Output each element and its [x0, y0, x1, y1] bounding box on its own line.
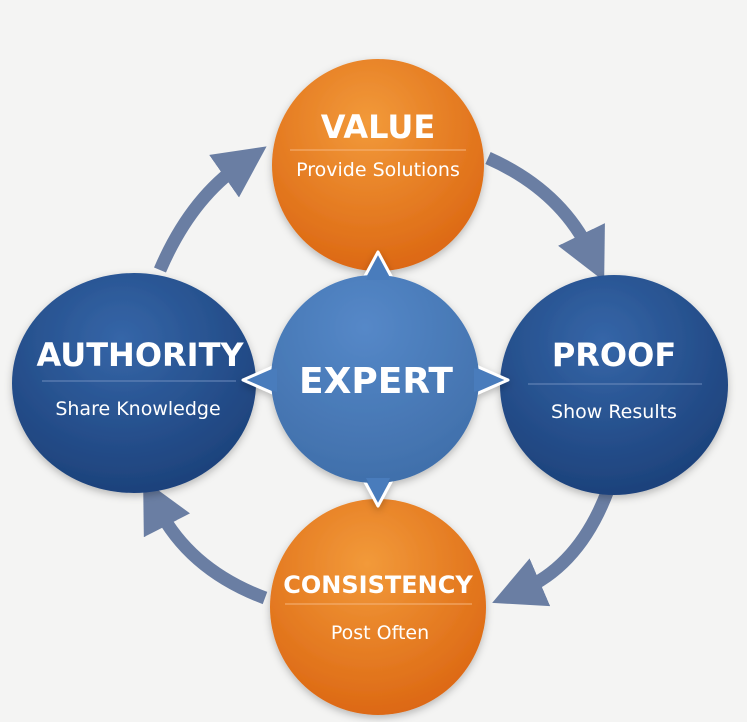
arrow-proof-to-consistency [492, 487, 615, 607]
arrow-consistency-to-authority [143, 479, 268, 605]
node-consistency-subtitle: Post Often [331, 622, 429, 644]
node-authority-subtitle: Share Knowledge [55, 398, 220, 420]
center-node-expert [241, 250, 510, 508]
arrow-value-to-proof [485, 152, 605, 282]
node-value-title: VALUE [321, 108, 435, 146]
node-consistency-title: CONSISTENCY [283, 571, 473, 599]
node-consistency [270, 499, 486, 715]
node-authority [12, 273, 256, 493]
node-proof [500, 275, 728, 495]
node-proof-subtitle: Show Results [551, 401, 677, 423]
arrow-authority-to-value [154, 146, 267, 273]
node-value [272, 59, 484, 271]
cycle-arrows [143, 146, 615, 607]
node-value-subtitle: Provide Solutions [296, 159, 460, 181]
center-label: EXPERT [299, 361, 453, 402]
node-authority-title: AUTHORITY [36, 336, 244, 374]
node-proof-title: PROOF [552, 336, 676, 374]
